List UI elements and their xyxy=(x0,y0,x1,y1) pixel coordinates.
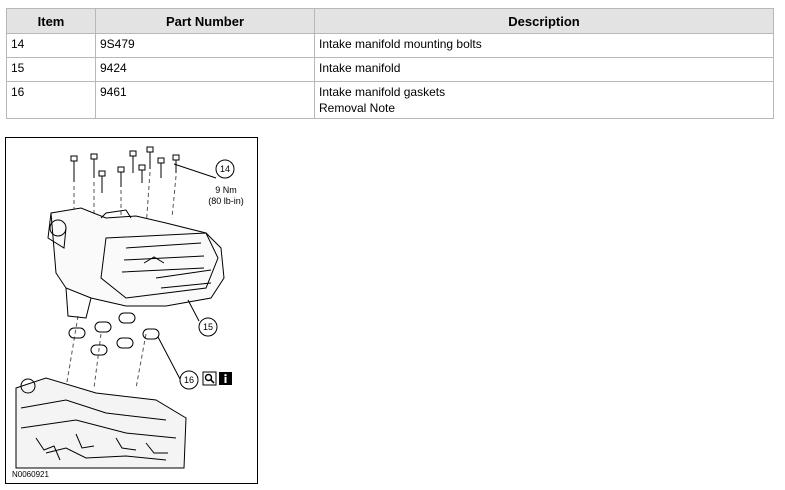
gasket-set xyxy=(68,312,160,356)
callout-16: 16 xyxy=(184,375,194,385)
figure-id: N0060921 xyxy=(12,470,49,479)
cell-description: Intake manifold gaskets Removal Note xyxy=(314,81,774,119)
callout-circle-14 xyxy=(215,159,235,179)
cell-part-number: 9S479 xyxy=(95,33,315,58)
callout-circle-15 xyxy=(198,317,218,337)
desc-line: Intake manifold mounting bolts xyxy=(319,37,482,51)
cell-part-number: 9461 xyxy=(95,81,315,119)
exploded-view-figure: 14 15 16 9 Nm (80 lb-in) N0060921 xyxy=(5,137,258,484)
info-icon[interactable] xyxy=(219,372,232,385)
cell-item: 16 xyxy=(6,81,96,119)
table-row: 14 9S479 Intake manifold mounting bolts xyxy=(6,33,774,58)
torque-lbin: (80 lb-in) xyxy=(208,196,244,206)
leader-14 xyxy=(173,163,217,179)
table-header-row: Item Part Number Description xyxy=(6,8,774,34)
cell-description: Intake manifold xyxy=(314,57,774,82)
cell-description: Intake manifold mounting bolts xyxy=(314,33,774,58)
parts-table: Item Part Number Description 14 9S479 In… xyxy=(6,8,774,119)
header-part-number: Part Number xyxy=(95,8,315,34)
cell-part-number: 9424 xyxy=(95,57,315,82)
engine-block xyxy=(15,377,187,469)
torque-nm: 9 Nm xyxy=(215,185,237,195)
leader-15 xyxy=(187,299,200,322)
callout-circle-16 xyxy=(179,370,199,390)
leader-16 xyxy=(157,336,181,380)
callout-15: 15 xyxy=(203,322,213,332)
cell-item: 15 xyxy=(6,57,96,82)
desc-line-removal-note: Removal Note xyxy=(319,101,396,115)
bolt-set xyxy=(70,146,180,193)
cell-item: 14 xyxy=(6,33,96,58)
intake-manifold xyxy=(47,207,225,319)
desc-line: Intake manifold gaskets xyxy=(319,85,446,99)
header-item: Item xyxy=(6,8,96,34)
table-row: 15 9424 Intake manifold xyxy=(6,57,774,82)
header-description: Description xyxy=(314,8,774,34)
desc-line: Intake manifold xyxy=(319,61,401,75)
callout-14: 14 xyxy=(220,164,230,174)
magnifier-icon[interactable] xyxy=(202,371,217,386)
intake-manifold-illustration: 14 15 16 9 Nm (80 lb-in) N0060921 xyxy=(12,146,244,479)
table-row: 16 9461 Intake manifold gaskets Removal … xyxy=(6,81,774,119)
